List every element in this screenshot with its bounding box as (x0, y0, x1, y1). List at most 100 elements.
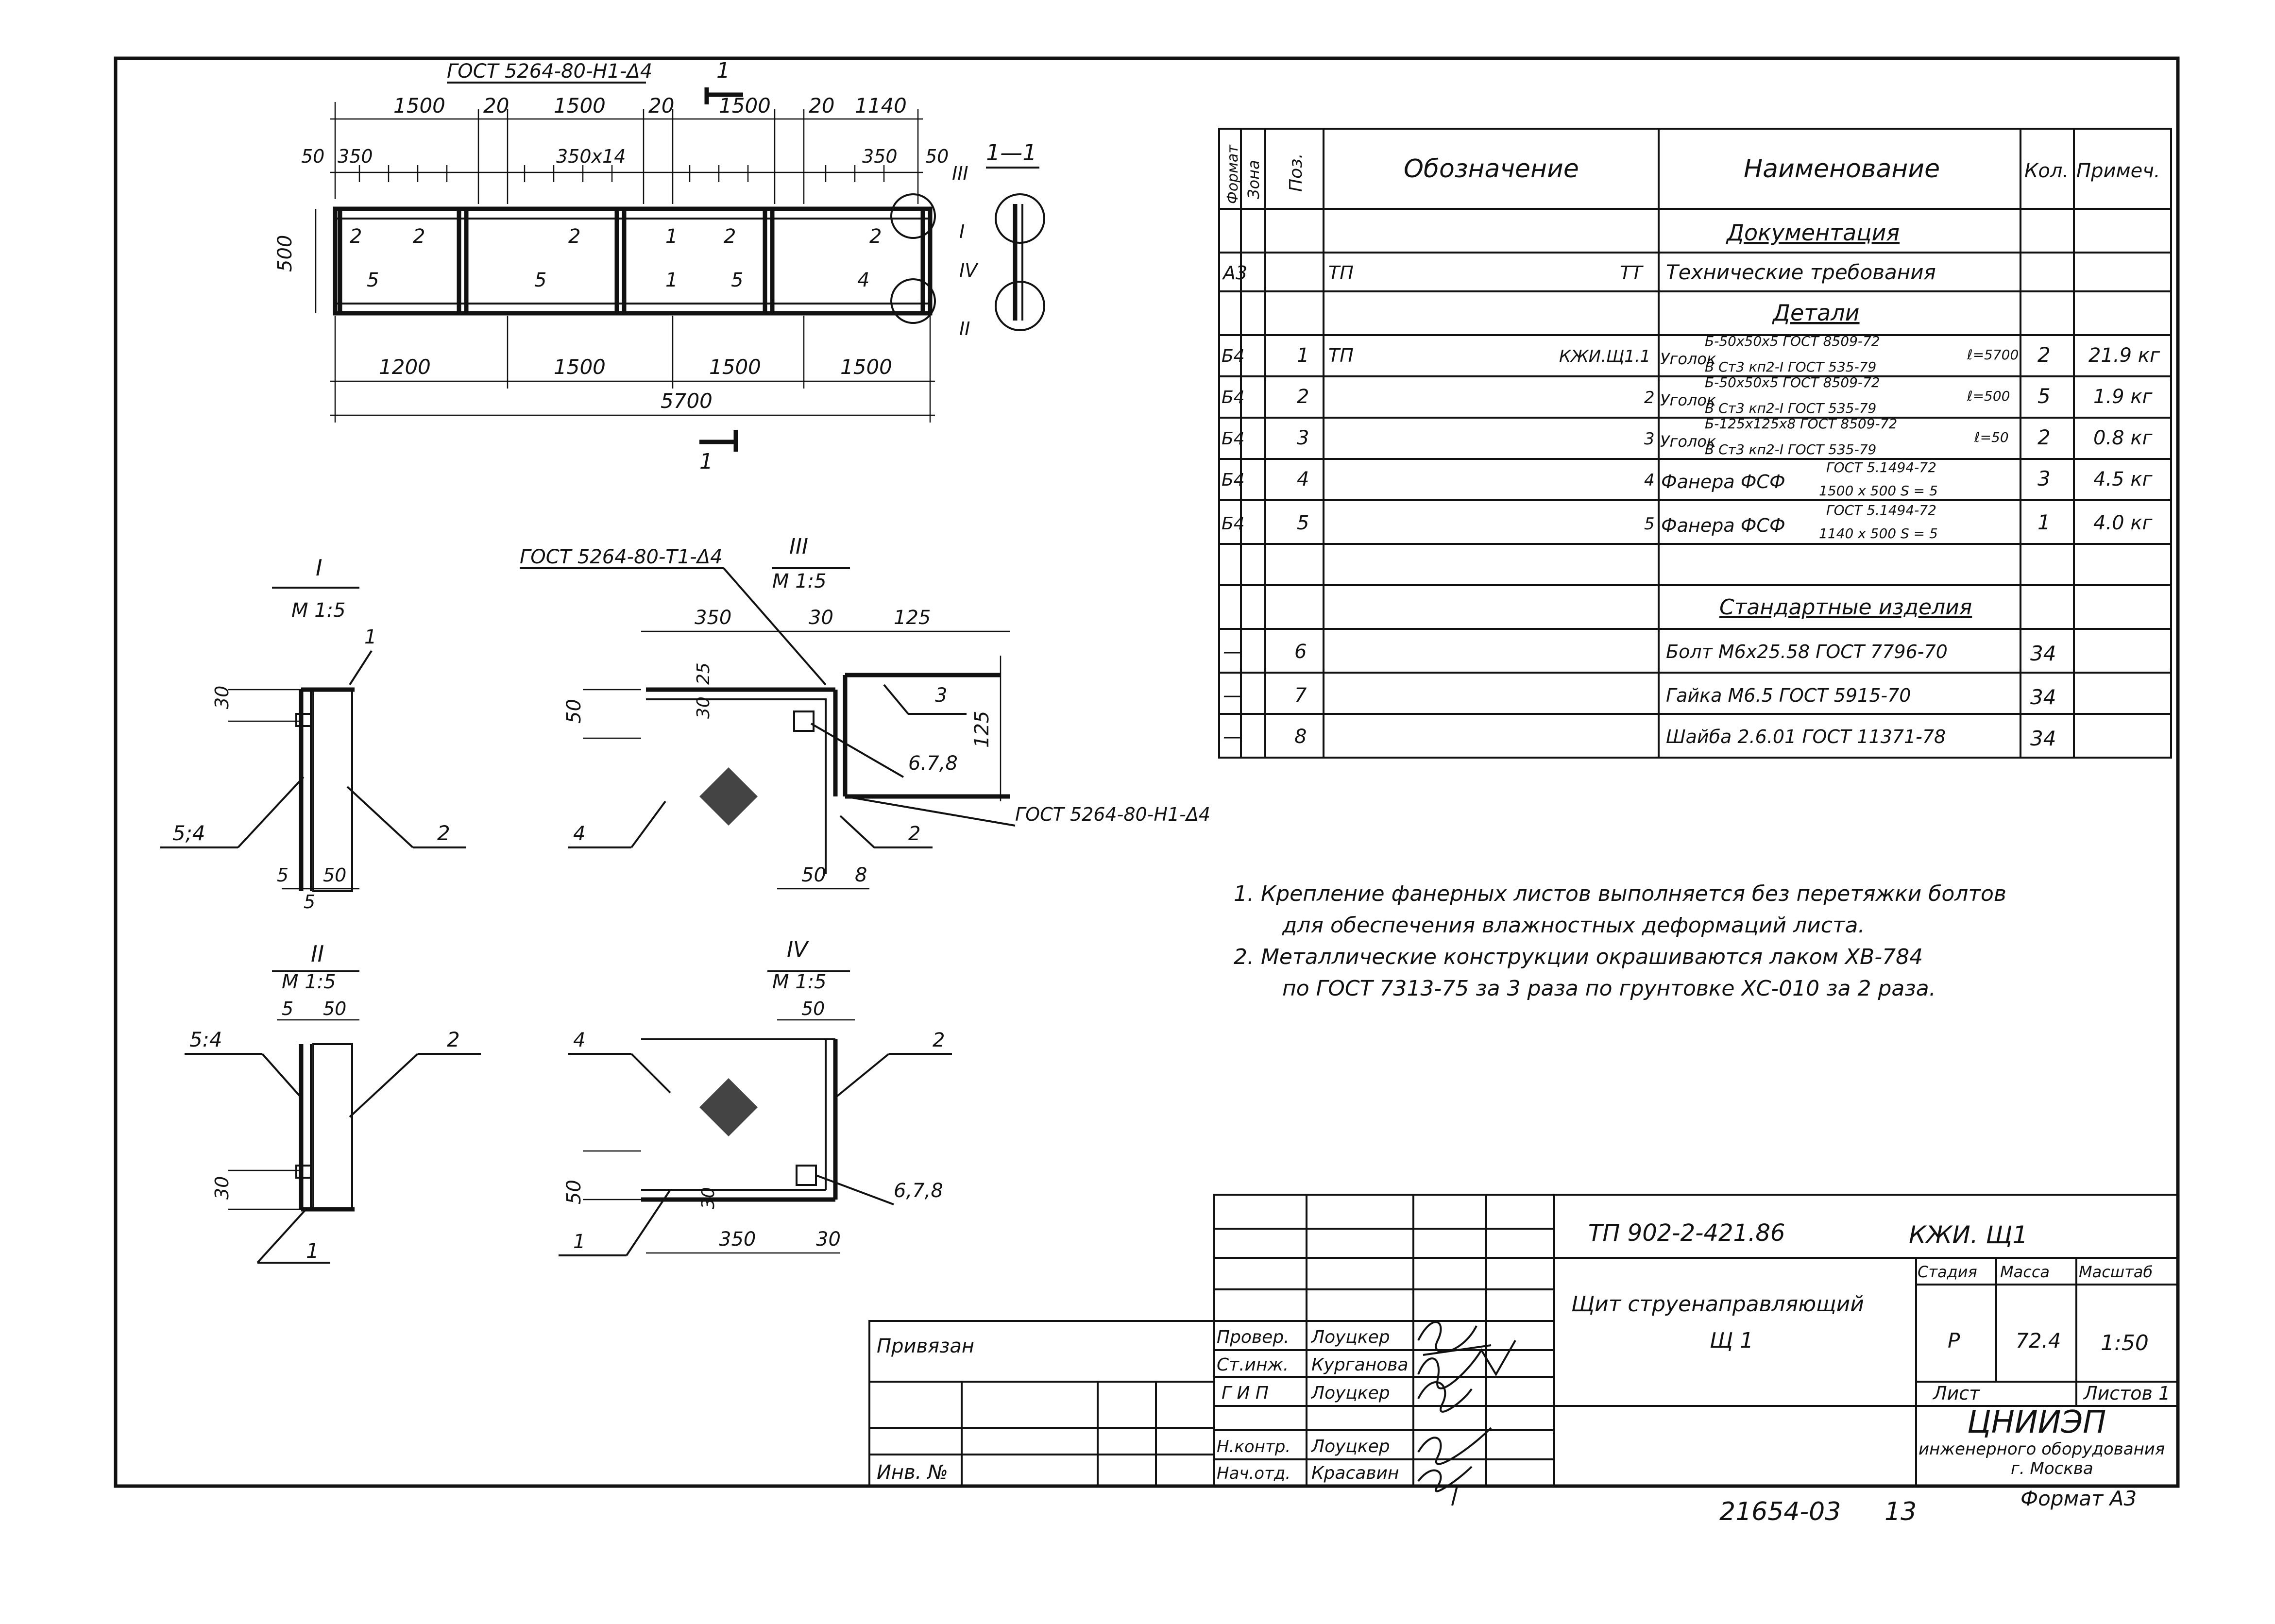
plan-callout-III: III (952, 163, 968, 184)
spec-part-format: Б4 (1222, 429, 1245, 449)
detail-IV-dim-30b: 30 (816, 1228, 841, 1251)
spec-part-des-right: 3 (1644, 429, 1655, 449)
plan-dim-bottom-3: 1500 (840, 355, 892, 379)
spec-part-len: ℓ=5700 (1967, 347, 2019, 363)
spec-header-format: Формат (1224, 144, 1241, 204)
spec-section-docs: Документация (1726, 220, 1900, 246)
detail-I-scale: М 1:5 (291, 599, 346, 622)
spec-part-qty: 1 (2037, 510, 2051, 534)
spec-std-name: Гайка М6.5 ГОСТ 5915-70 (1666, 685, 1911, 706)
plan-callout-IV: IV (959, 260, 979, 281)
spec-part-bottom: В Ст3 кп2-I ГОСТ 535-79 (1705, 400, 1876, 416)
spec-part-bottom: В Ст3 кп2-I ГОСТ 535-79 (1705, 359, 1876, 375)
plan-dim-350-right: 350 (862, 146, 898, 167)
plan-pos-top-0: 2 (350, 225, 362, 248)
spec-doc-designation: ТП (1328, 262, 1354, 284)
detail-II: II М 1:5 5 50 5:4 2 30 1 (185, 941, 481, 1264)
tb-stage: Р (1948, 1329, 1960, 1353)
tb-signer-role: Г И П (1222, 1383, 1269, 1403)
spec-part-top: ГОСТ 5.1494-72 (1826, 502, 1936, 518)
spec-std-format: — (1223, 641, 1242, 663)
spec-part-bottom: В Ст3 кп2-I ГОСТ 535-79 (1705, 441, 1876, 457)
detail-III-dim-50: 50 (563, 699, 585, 724)
spec-std-qty: 34 (2030, 727, 2056, 750)
spec-std-name: Шайба 2.6.01 ГОСТ 11371-78 (1666, 726, 1946, 747)
detail-III-title: III (789, 534, 808, 559)
tb-org-sub: инженерного оборудования (1918, 1439, 2165, 1459)
detail-III-dim-8: 8 (855, 864, 867, 886)
plan-pos-bottom-3: 5 (731, 269, 743, 291)
plan-pos-top-4: 2 (724, 225, 736, 248)
tb-scale: 1:50 (2101, 1331, 2149, 1355)
plan-dim-bottom-0: 1200 (379, 355, 431, 379)
detail-II-label-1: 1 (306, 1239, 319, 1263)
spec-header-name: Наименование (1744, 154, 1940, 184)
spec-doc-name: Технические требования (1666, 260, 1936, 284)
spec-header-qty: Кол. (2024, 160, 2069, 182)
plan-dim-top-6: 1140 (855, 94, 907, 118)
detail-III-dim-350: 350 (695, 607, 731, 629)
detail-III-scale: М 1:5 (772, 570, 827, 592)
spec-part-note: 4.5 кг (2093, 468, 2153, 491)
tb-name-line1: Щит струенаправляющий (1571, 1292, 1864, 1317)
detail-I-title: I (316, 555, 323, 581)
spec-std-pos: 8 (1294, 726, 1307, 748)
spec-part-des-right: 5 (1644, 514, 1655, 534)
detail-I-dim-50: 50 (323, 864, 346, 886)
detail-III-label-3: 3 (935, 684, 947, 707)
tb-signer-role: Провер. (1217, 1327, 1290, 1347)
spec-part-format: Б4 (1222, 388, 1245, 407)
plan-dim-top-0: 1500 (393, 94, 445, 118)
plan-callout-II: II (959, 318, 970, 339)
spec-table: Формат Зона Поз. Обозначение Наименовани… (1218, 128, 2172, 759)
plan-dim-total: 5700 (661, 389, 713, 413)
detail-III-dim-25: 25 (694, 662, 713, 685)
detail-II-scale: М 1:5 (282, 971, 336, 993)
spec-std-pos: 7 (1294, 684, 1307, 707)
detail-IV-scale: М 1:5 (772, 971, 827, 993)
detail-III-label-678: 6.7,8 (908, 752, 958, 775)
detail-IV-dim-350: 350 (719, 1228, 756, 1251)
spec-std-name: Болт М6х25.58 ГОСТ 7796-70 (1666, 641, 1948, 662)
spec-part-pos: 5 (1297, 512, 1309, 534)
detail-I-dim-5b: 5 (304, 891, 315, 913)
tb-inv-label: Инв. № (877, 1461, 948, 1484)
spec-part-pos: 3 (1297, 427, 1309, 449)
sheet-format: Формат А3 (2020, 1487, 2137, 1510)
tb-stage-label: Стадия (1918, 1263, 1977, 1281)
plan-dim-350x14: 350х14 (556, 146, 626, 167)
plan-pos-top-1: 2 (413, 225, 425, 248)
tb-doc-suffix: КЖИ. Щ1 (1909, 1221, 2028, 1249)
page-number: 13 (1885, 1497, 1917, 1526)
spec-part-note: 0.8 кг (2093, 427, 2153, 449)
spec-header-designation: Обозначение (1404, 154, 1579, 184)
tb-signer-role: Ст.инж. (1217, 1355, 1289, 1375)
plan-pos-bottom-2: 1 (665, 269, 678, 291)
detail-II-title: II (311, 941, 324, 967)
detail-IV-label-1: 1 (573, 1231, 585, 1253)
plan-gost-label: ГОСТ 5264-80-Н1-Δ4 (447, 60, 652, 83)
plan-dim-top-4: 1500 (719, 94, 771, 118)
plan-dim-top-2: 1500 (554, 94, 606, 118)
detail-IV-label-678: 6,7,8 (894, 1180, 943, 1202)
plan-section-mark-bottom: 1 (699, 449, 713, 474)
plan-section-title: 1—1 (986, 139, 1037, 166)
spec-part-name: Уголок (1660, 432, 1716, 451)
spec-part-name: Уголок (1660, 350, 1716, 368)
detail-IV-label-4: 4 (573, 1029, 585, 1051)
spec-part-pos: 1 (1297, 344, 1309, 367)
detail-III-dim-125: 125 (894, 607, 931, 629)
spec-part-note: 4.0 кг (2093, 512, 2153, 534)
spec-part-note: 1.9 кг (2093, 386, 2153, 408)
detail-I-dim-5: 5 (277, 864, 289, 886)
spec-std-format: — (1223, 684, 1242, 707)
plan-dim-50-right: 50 (925, 146, 949, 167)
detail-IV-dim-50b: 50 (563, 1180, 585, 1204)
tb-mass-label: Масса (2000, 1263, 2050, 1281)
note-line: 2. Металлические конструкции окрашиваютс… (1234, 945, 1923, 969)
spec-doc-designation-right: ТТ (1620, 262, 1644, 284)
spec-part-len: ℓ=500 (1967, 388, 2010, 404)
spec-section-standard: Стандартные изделия (1719, 595, 1972, 620)
detail-III-gost-right: ГОСТ 5264-80-Н1-Δ4 (1015, 804, 1210, 825)
